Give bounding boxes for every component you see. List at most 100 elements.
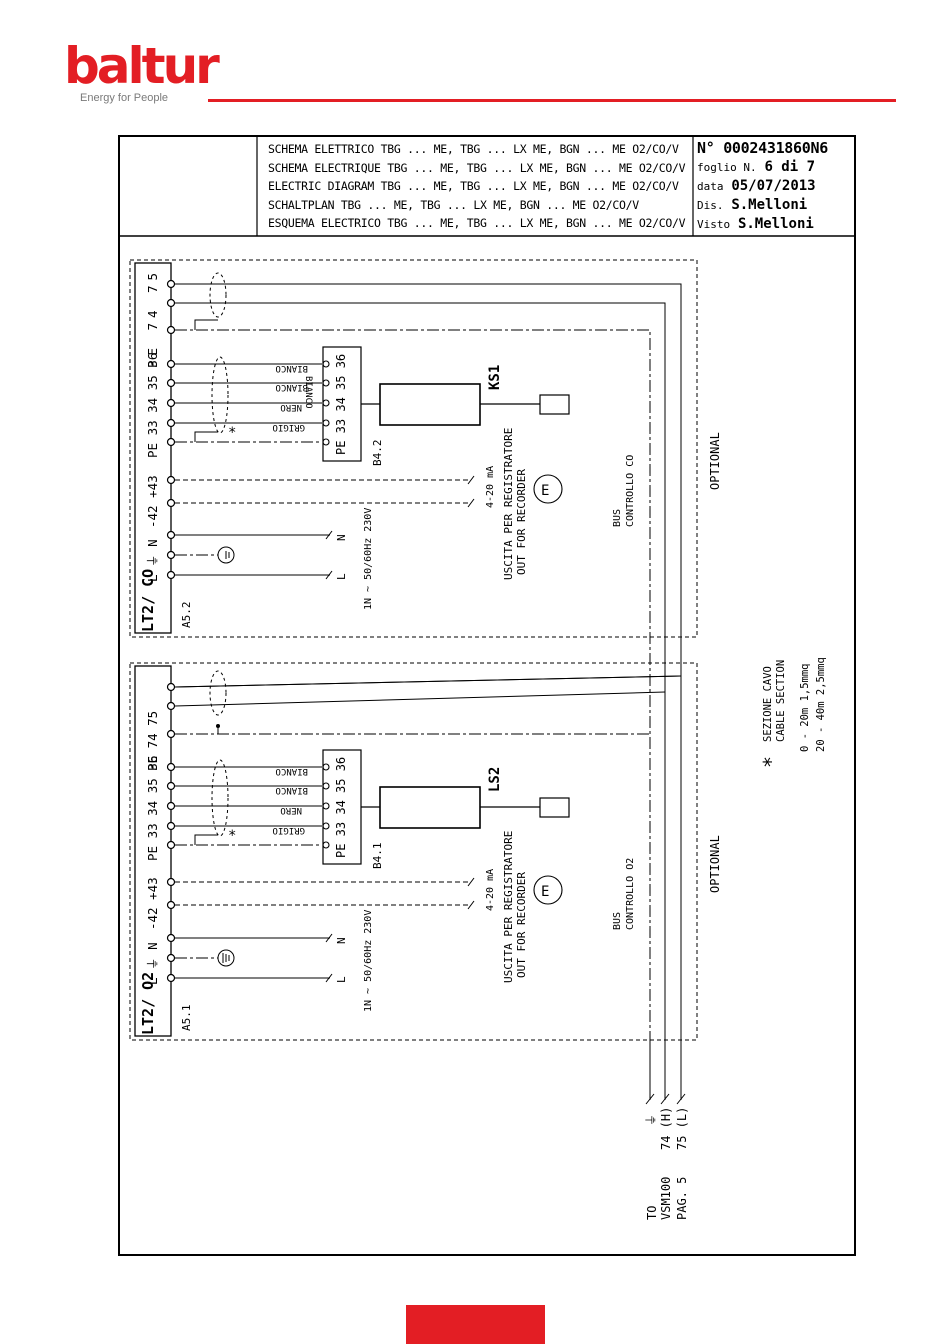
upper-bus-line2: CONTROLLO CO xyxy=(625,455,636,527)
bus-out-to1: TO xyxy=(645,1206,659,1220)
cable-note-row1: 0 - 20m 1,5mmq xyxy=(799,663,811,752)
upper-optional: OPTIONAL xyxy=(708,432,722,490)
lower-terminals-b: PE 33 34 35 36 xyxy=(145,756,160,861)
drawing-number: N° 0002431860N6 xyxy=(697,139,828,157)
lower-labels: PE 74 75 PE 33 34 35 36 -42 +43 L ⏚ N LT… xyxy=(139,711,722,1035)
upper-wire-label-1: BIANCO xyxy=(275,363,308,373)
lower-wire-label-3: NERO xyxy=(280,805,302,815)
lower-sensor-terminals xyxy=(322,763,330,849)
lower-recorder-letter: E xyxy=(541,884,549,900)
lower-sensor-ref: B4.1 xyxy=(371,843,384,870)
cable-note-star: * xyxy=(759,756,783,768)
checked-value: S.Melloni xyxy=(737,216,814,232)
lower-module-name: LT2/ O2 xyxy=(139,972,157,1035)
lower-signal-wires xyxy=(175,881,470,906)
lower-signal: 4-20 mA xyxy=(485,869,496,911)
lower-optional-box xyxy=(129,662,698,1041)
checked-label: Visto xyxy=(697,218,731,231)
lower-supply-n: N xyxy=(335,937,348,944)
bus-out-h: 74 (H) xyxy=(659,1107,673,1150)
logo-wordmark: baltur xyxy=(64,37,220,95)
lower-terminals-d: L ⏚ N xyxy=(145,942,160,985)
cable-note-title-en: CABLE SECTION xyxy=(775,660,787,742)
upper-labels: PE 74 75 PE 33 34 35 36 -42 +43 L ⏚ N LT… xyxy=(139,273,722,632)
date-value: 05/07/2013 xyxy=(731,178,816,194)
upper-terminals-d: L ⏚ N xyxy=(145,539,160,582)
bus-out-to3: PAG. 5 xyxy=(675,1177,689,1220)
upper-sensor-name: KS1 xyxy=(487,365,503,390)
lower-optional: OPTIONAL xyxy=(708,835,722,893)
title-line-es: ESQUEMA ELECTRICO TBG ... ME, TBG ... LX… xyxy=(268,216,686,230)
upper-terminal-strip xyxy=(134,262,172,634)
lower-sensor-name: LS2 xyxy=(487,767,503,792)
upper-supply-n: N xyxy=(335,534,348,541)
lower-terminals xyxy=(166,682,176,983)
upper-sensor-probe xyxy=(539,394,570,415)
drawn-label: Dis. xyxy=(697,199,724,212)
upper-module-name: LT2/ CO xyxy=(139,569,157,632)
upper-sensor-terminals xyxy=(322,360,330,446)
title-line-fr: SCHEMA ELECTRIQUE TBG ... ME, TBG ... LX… xyxy=(268,160,686,175)
page-tab xyxy=(406,1305,545,1344)
upper-recorder-symbol xyxy=(533,474,563,504)
upper-supply: 1N ~ 50/60Hz 230V xyxy=(363,508,374,610)
lower-terminals-a: PE 74 75 xyxy=(145,711,160,771)
lower-recorder-en: OUT FOR RECORDER xyxy=(515,872,528,978)
upper-supply-wires xyxy=(175,530,333,580)
upper-signal: 4-20 mA xyxy=(485,466,496,508)
lower-supply: 1N ~ 50/60Hz 230V xyxy=(363,910,374,1012)
lower-bus-line1: BUS xyxy=(612,912,623,930)
title-line-de: SCHALTPLAN TBG ... ME, TBG ... LX ME, BG… xyxy=(268,197,639,212)
cable-section-note: * SEZIONE CAVO CABLE SECTION 0 - 20m 1,5… xyxy=(759,657,827,768)
upper-terminals-c: -42 +43 xyxy=(145,475,160,528)
upper-wire-label-2: BIANCO xyxy=(275,382,308,392)
date-label: data xyxy=(697,180,724,193)
upper-terminals xyxy=(166,279,176,580)
upper-wire-color-labels: BIANCO BIANCO NERO GRIGIO * xyxy=(228,363,308,441)
cable-note-row2: 20 - 40m 2,5mmq xyxy=(815,657,827,752)
bus-out-pe: ⏚ xyxy=(644,1114,658,1126)
upper-sensor-terms: PE 33 34 35 36 xyxy=(334,354,348,455)
upper-bus-line1: BUS xyxy=(612,509,623,527)
upper-supply-l: L xyxy=(335,573,348,580)
lower-ground-icon xyxy=(217,949,235,967)
lower-supply-l: L xyxy=(335,976,348,983)
upper-sensor-wires xyxy=(175,356,322,443)
logo-tagline: Energy for People xyxy=(80,92,169,104)
lower-sensor-wires xyxy=(175,759,322,846)
upper-module xyxy=(129,259,698,1100)
drawn-value: S.Melloni xyxy=(731,197,808,213)
upper-recorder-letter: E xyxy=(541,483,549,499)
lower-wire-label-4: GRIGIO xyxy=(272,825,305,835)
lower-sensor-terms: PE 33 34 35 36 xyxy=(334,757,348,858)
baltur-logo: baltur Energy for People xyxy=(64,37,220,110)
title-line-it: SCHEMA ELETTRICO TBG ... ME, TBG ... LX … xyxy=(268,142,679,156)
lower-wire-label-1: BIANCO xyxy=(275,766,308,776)
upper-bus-wires xyxy=(175,272,682,1100)
lower-wire-color-labels: BIANCO BIANCO NERO GRIGIO * xyxy=(228,766,308,844)
cable-note-title-it: SEZIONE CAVO xyxy=(762,666,774,742)
bus-output-labels: ⏚ 74 (H) 75 (L) TO VSM100 PAG. 5 xyxy=(644,1107,689,1220)
upper-signal-wires xyxy=(175,479,470,504)
lower-module xyxy=(129,662,698,1041)
lower-star: * xyxy=(228,828,236,844)
bus-output-wires xyxy=(645,1040,686,1105)
upper-signal-ticks xyxy=(467,475,475,508)
sheet-value: 6 di 7 xyxy=(764,159,816,175)
upper-wire-label-4: GRIGIO xyxy=(272,422,305,432)
lower-supply-wires xyxy=(175,933,333,983)
upper-sensor-body xyxy=(379,383,481,426)
upper-terminals-b: PE 33 34 35 36 xyxy=(145,353,160,458)
upper-recorder-it: USCITA PER REGISTRATORE xyxy=(502,428,515,580)
upper-recorder-en: OUT FOR RECORDER xyxy=(515,469,528,575)
drawing-frame xyxy=(118,135,856,1256)
lower-terminals-c: -42 +43 xyxy=(145,877,160,930)
upper-module-ref: A5.2 xyxy=(180,602,193,629)
title-block-lines: SCHEMA ELETTRICO TBG ... ME, TBG ... LX … xyxy=(268,140,688,233)
bus-out-l: 75 (L) xyxy=(675,1107,689,1150)
lower-bus-wires xyxy=(174,670,682,735)
upper-wire-label-3: NERO xyxy=(280,402,302,412)
bus-out-to2: VSM100 xyxy=(659,1177,673,1220)
sheet-label: foglio N. xyxy=(697,161,757,174)
